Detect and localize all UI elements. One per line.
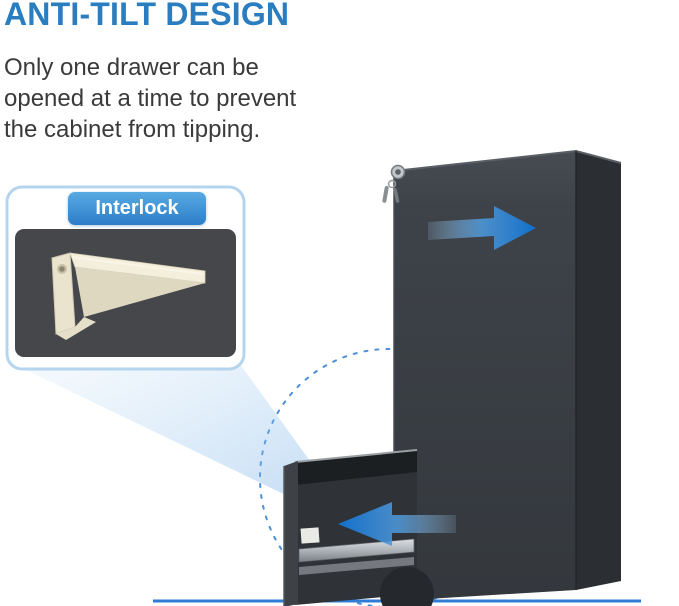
caster-wheel xyxy=(380,567,434,606)
cabinet-front-panel xyxy=(394,151,576,601)
interlock-callout xyxy=(5,185,246,371)
arrow-right-icon xyxy=(428,206,536,250)
description-line: opened at a time to prevent xyxy=(4,85,297,112)
drawer-top-rim xyxy=(294,449,418,463)
drawer-interior-shadow xyxy=(295,450,417,485)
drawer-slide-rail xyxy=(298,538,415,563)
label-sticker xyxy=(300,527,320,544)
interlock-label: Interlock xyxy=(68,192,206,225)
description-line: Only one drawer can be xyxy=(4,54,259,81)
arrow-left-icon xyxy=(338,502,456,546)
interlock-part xyxy=(51,252,206,340)
feature-description: Only one drawer can be opened at a time … xyxy=(4,52,296,145)
description-line: the cabinet from tipping. xyxy=(4,116,261,143)
drawer-slide-rail-lower xyxy=(299,557,414,575)
cabinet xyxy=(382,149,622,601)
keys-icon xyxy=(382,179,400,203)
drawer-front-panel xyxy=(284,461,298,606)
callout-beam xyxy=(18,360,315,500)
cabinet-side-panel xyxy=(576,151,621,590)
lock-icon xyxy=(390,164,406,180)
page-title: ANTI-TILT DESIGN xyxy=(4,0,290,32)
